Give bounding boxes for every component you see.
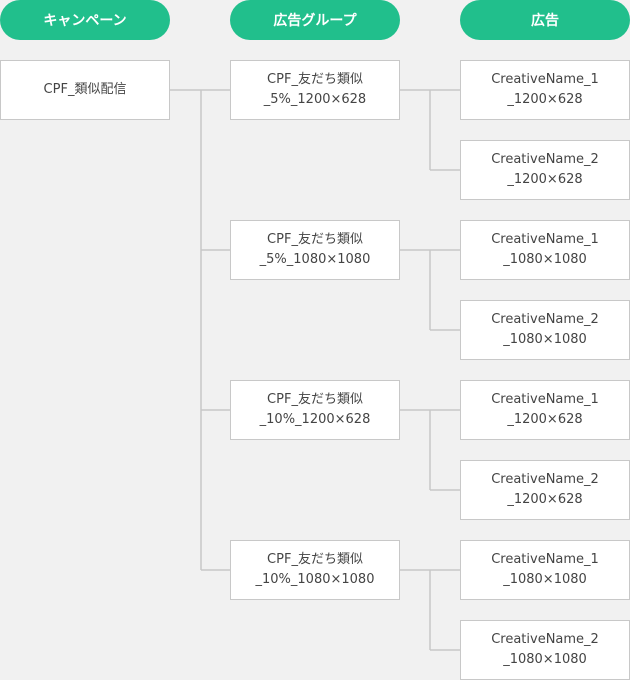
adgroup-name: CPF_友だち類似 xyxy=(267,72,363,87)
ad-node: CreativeName_2 _1080×1080 xyxy=(460,300,630,360)
adgroup-spec: _10%_1080×1080 xyxy=(255,572,375,587)
header-adgroup: 広告グループ xyxy=(230,0,400,40)
ad-size: _1080×1080 xyxy=(503,572,587,587)
adgroup-node: CPF_友だち類似 _5%_1200×628 xyxy=(230,60,400,120)
adgroup-node: CPF_友だち類似 _5%_1080×1080 xyxy=(230,220,400,280)
adgroup-name: CPF_友だち類似 xyxy=(267,232,363,247)
ad-node: CreativeName_1 _1080×1080 xyxy=(460,220,630,280)
ad-name: CreativeName_1 xyxy=(491,72,599,87)
ad-size: _1200×628 xyxy=(507,412,583,427)
ad-name: CreativeName_1 xyxy=(491,552,599,567)
campaign-label: CPF_類似配信 xyxy=(43,82,127,97)
ad-size: _1080×1080 xyxy=(503,332,587,347)
ad-node: CreativeName_2 _1200×628 xyxy=(460,460,630,520)
header-ad: 広告 xyxy=(460,0,630,40)
ad-name: CreativeName_2 xyxy=(491,472,599,487)
ad-node: CreativeName_1 _1200×628 xyxy=(460,60,630,120)
ad-name: CreativeName_2 xyxy=(491,152,599,167)
ad-name: CreativeName_2 xyxy=(491,632,599,647)
header-campaign: キャンペーン xyxy=(0,0,170,40)
ad-size: _1200×628 xyxy=(507,492,583,507)
ad-node: CreativeName_1 _1200×628 xyxy=(460,380,630,440)
adgroup-node: CPF_友だち類似 _10%_1200×628 xyxy=(230,380,400,440)
ad-size: _1200×628 xyxy=(507,92,583,107)
ad-size: _1080×1080 xyxy=(503,252,587,267)
adgroup-name: CPF_友だち類似 xyxy=(267,552,363,567)
adgroup-spec: _10%_1200×628 xyxy=(259,412,371,427)
ad-size: _1200×628 xyxy=(507,172,583,187)
ad-name: CreativeName_1 xyxy=(491,232,599,247)
ad-size: _1080×1080 xyxy=(503,652,587,667)
adgroup-spec: _5%_1200×628 xyxy=(263,92,367,107)
ad-name: CreativeName_1 xyxy=(491,392,599,407)
ad-node: CreativeName_1 _1080×1080 xyxy=(460,540,630,600)
adgroup-node: CPF_友だち類似 _10%_1080×1080 xyxy=(230,540,400,600)
ad-node: CreativeName_2 _1200×628 xyxy=(460,140,630,200)
campaign-node: CPF_類似配信 xyxy=(0,60,170,120)
ad-name: CreativeName_2 xyxy=(491,312,599,327)
ad-node: CreativeName_2 _1080×1080 xyxy=(460,620,630,680)
adgroup-spec: _5%_1080×1080 xyxy=(259,252,371,267)
adgroup-name: CPF_友だち類似 xyxy=(267,392,363,407)
